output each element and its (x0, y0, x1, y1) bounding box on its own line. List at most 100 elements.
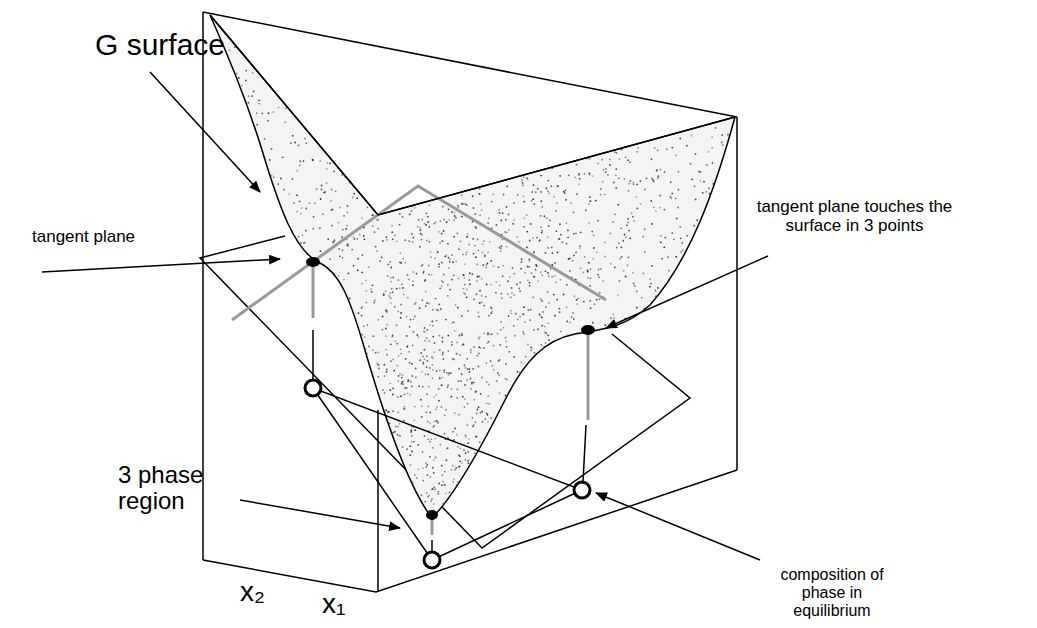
stipple-dot (477, 238, 479, 240)
stipple-dot (464, 203, 466, 205)
stipple-dot (595, 200, 597, 202)
stipple-dot (280, 521, 282, 523)
stipple-dot (415, 79, 417, 81)
stipple-dot (353, 409, 355, 411)
stipple-dot (375, 352, 377, 354)
stipple-dot (389, 261, 391, 263)
stipple-dot (556, 299, 558, 301)
stipple-dot (501, 470, 503, 472)
stipple-dot (533, 143, 535, 145)
stipple-dot (390, 297, 392, 299)
stipple-dot (522, 433, 524, 435)
stipple-dot (724, 445, 726, 447)
stipple-dot (406, 518, 408, 520)
stipple-dot (737, 460, 739, 462)
stipple-dot (659, 195, 661, 197)
stipple-dot (598, 110, 600, 112)
stipple-dot (481, 377, 483, 379)
stipple-dot (245, 336, 247, 338)
stipple-dot (651, 265, 653, 267)
stipple-dot (459, 455, 461, 457)
stipple-dot (292, 32, 294, 34)
stipple-dot (338, 275, 340, 277)
stipple-dot (491, 431, 493, 433)
stipple-dot (482, 497, 484, 499)
stipple-dot (600, 115, 602, 117)
stipple-dot (697, 292, 699, 294)
stipple-dot (413, 441, 415, 443)
stipple-dot (315, 50, 317, 52)
stipple-dot (286, 36, 288, 38)
stipple-dot (517, 194, 519, 196)
stipple-dot (544, 326, 546, 328)
stipple-dot (553, 362, 555, 364)
stipple-dot (426, 212, 428, 214)
stipple-dot (447, 510, 449, 512)
stipple-dot (510, 310, 512, 312)
stipple-dot (631, 212, 633, 214)
stipple-dot (625, 513, 627, 515)
stipple-dot (305, 77, 307, 79)
stipple-dot (516, 58, 518, 60)
stipple-dot (625, 236, 627, 238)
stipple-dot (513, 356, 515, 358)
stipple-dot (509, 29, 511, 31)
stipple-dot (230, 452, 232, 454)
stipple-dot (366, 488, 368, 490)
stipple-dot (599, 371, 601, 373)
stipple-dot (495, 281, 497, 283)
stipple-dot (468, 514, 470, 516)
stipple-dot (479, 336, 481, 338)
stipple-dot (346, 446, 348, 448)
stipple-dot (684, 403, 686, 405)
stipple-dot (231, 116, 233, 118)
stipple-dot (636, 290, 638, 292)
stipple-dot (705, 309, 707, 311)
stipple-dot (251, 446, 253, 448)
stipple-dot (425, 466, 427, 468)
stipple-dot (670, 438, 672, 440)
stipple-dot (580, 267, 582, 269)
stipple-dot (412, 237, 414, 239)
stipple-dot (440, 63, 442, 65)
stipple-dot (360, 411, 362, 413)
stipple-dot (232, 490, 234, 492)
stipple-dot (243, 214, 245, 216)
stipple-dot (604, 454, 606, 456)
stipple-dot (447, 447, 449, 449)
stipple-dot (386, 477, 388, 479)
stipple-dot (532, 490, 534, 492)
stipple-dot (454, 181, 456, 183)
stipple-dot (523, 485, 525, 487)
stipple-dot (206, 394, 208, 396)
stipple-dot (431, 364, 433, 366)
stipple-dot (266, 464, 268, 466)
stipple-dot (432, 336, 434, 338)
stipple-dot (372, 284, 374, 286)
stipple-dot (461, 194, 463, 196)
stipple-dot (691, 381, 693, 383)
stipple-dot (702, 282, 704, 284)
stipple-dot (291, 417, 293, 419)
stipple-dot (459, 512, 461, 514)
stipple-dot (628, 406, 630, 408)
stipple-dot (506, 121, 508, 123)
stipple-dot (580, 231, 582, 233)
stipple-dot (525, 507, 527, 509)
stipple-dot (447, 335, 449, 337)
stipple-dot (681, 424, 683, 426)
stipple-dot (563, 191, 565, 193)
stipple-dot (728, 317, 730, 319)
stipple-dot (358, 495, 360, 497)
stipple-dot (657, 504, 659, 506)
stipple-dot (574, 176, 576, 178)
stipple-dot (533, 184, 535, 186)
stipple-dot (497, 164, 499, 166)
stipple-dot (725, 183, 727, 185)
stipple-dot (716, 175, 718, 177)
stipple-dot (340, 295, 342, 297)
stipple-dot (647, 433, 649, 435)
stipple-dot (551, 246, 553, 248)
stipple-dot (348, 394, 350, 396)
stipple-dot (442, 337, 444, 339)
